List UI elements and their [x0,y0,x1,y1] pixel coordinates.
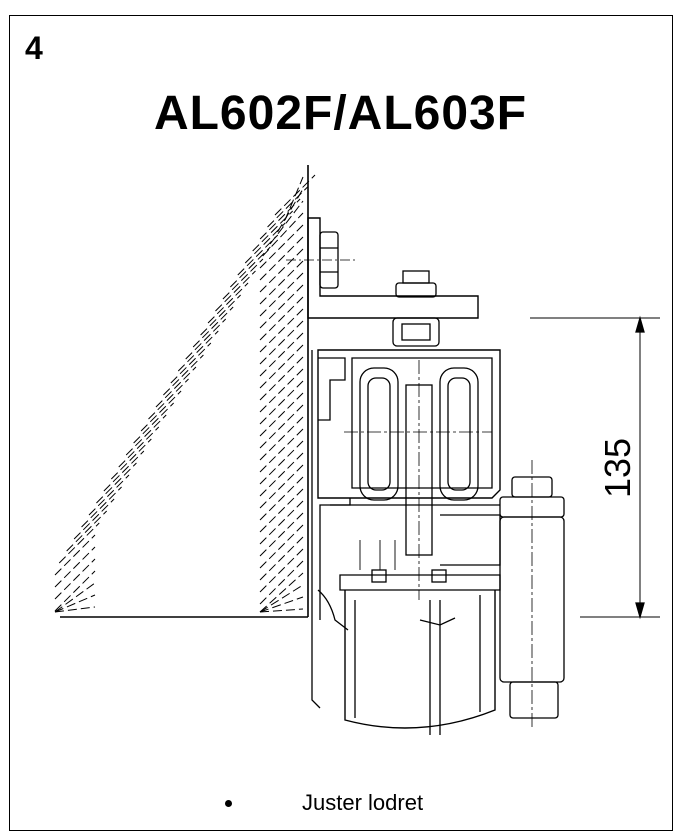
instruction-item: Juster lodret [225,790,423,816]
door-profile [317,540,501,735]
instruction-text: Juster lodret [302,790,424,815]
carriage-wheels [344,360,492,600]
mounting-bracket [286,217,479,347]
step-number: 4 [25,30,43,66]
track-profile [311,349,501,709]
bullet-icon [225,799,232,807]
page-title: AL602F/AL603F [153,87,528,140]
wall-hatching [54,174,316,613]
hanger-cylinder [440,460,565,730]
page-frame [9,15,673,831]
dimension-135 [530,315,660,620]
dimension-label: 135 [597,438,638,498]
